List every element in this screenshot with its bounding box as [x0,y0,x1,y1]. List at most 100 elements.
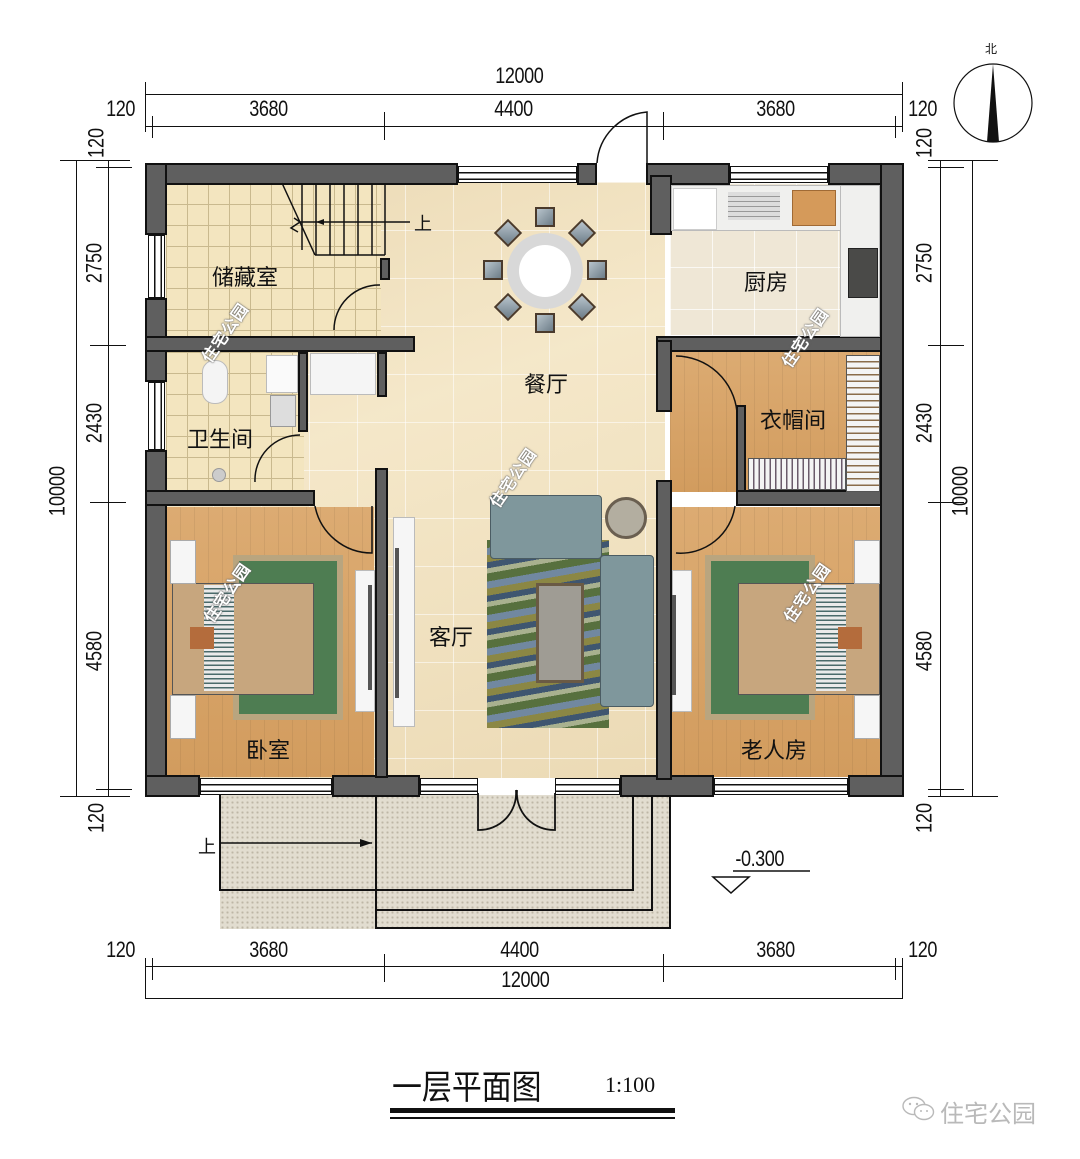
dining-chair [567,218,597,248]
top-wall-right-dim: 120 [908,96,938,121]
north-compass-icon [953,63,1033,143]
wall-cloak-left [656,340,672,412]
left-overall-line [76,160,77,797]
floor-drain [212,468,226,482]
room-label-cloakroom: 衣帽间 [760,409,827,434]
dining-chair [535,207,555,227]
room-label-bedroom: 卧室 [246,739,291,764]
bottom-overall-line [145,998,903,999]
window-living-bottom-right [555,778,620,795]
brand-name: 住宅公园 [940,1100,1036,1128]
dim-tick [384,112,385,140]
window-dining-top [458,166,577,183]
wall-bottom-a [145,775,200,797]
title-underline-thick [390,1108,675,1113]
bottom-segments-line [145,966,903,967]
dim-tick [145,958,146,998]
room-label-elder-room: 老人房 [741,739,808,764]
wall-cloak-elder [736,490,882,506]
front-terrace [220,795,670,929]
gas-stove [848,248,878,298]
floor-plan: 上 -0.300 [145,111,904,929]
top-overall-dim: 12000 [495,63,544,88]
room-label-storage: 储藏室 [212,266,279,291]
left-segments-line [108,160,109,797]
dim-tick [902,958,903,998]
dining-chair [535,313,555,333]
wall-left-a [145,163,167,235]
bottom-wall-left-dim: 120 [106,937,136,962]
dim-tick [96,167,132,168]
sofa-side [600,555,654,707]
window-elder-bottom [714,778,848,795]
storage-floor [166,183,381,336]
top-seg-2-dim: 4400 [494,96,533,121]
nightstand [854,540,880,584]
dim-tick [152,116,153,138]
dim-tick [895,958,896,980]
dim-tick [90,345,126,346]
shower-unit [266,355,298,393]
window-bath-left [148,382,165,450]
room-label-kitchen: 厨房 [744,271,789,296]
dim-tick [895,116,896,138]
wall-bedroom-right-a [375,468,388,778]
drawing-scale: 1:100 [605,1072,656,1097]
kitchen-sink [728,192,780,220]
top-overall-line [145,94,903,95]
top-segments-line [145,126,903,127]
washbasin-small [270,395,296,427]
wall-bottom-d [848,775,904,797]
window-kitchen-top [730,166,828,183]
dim-tick [145,82,146,132]
dim-tick [928,160,998,161]
north-arrow: 北 [952,40,1034,150]
fridge [673,188,717,230]
pillow [190,627,214,649]
dim-tick [96,789,132,790]
bottom-seg-3-dim: 3680 [756,937,795,962]
tv-elder [672,595,676,695]
dining-chair [483,260,503,280]
drawing-title: 一层平面图 [392,1068,542,1108]
dim-tick [928,796,998,797]
wechat-icon [902,1096,935,1121]
right-overall-line [972,160,973,797]
wall-right [880,163,904,796]
nightstand [170,695,196,739]
wall-stub-storage [380,258,390,280]
north-label: 北 [985,42,998,56]
sofa-top [490,495,602,559]
wardrobe-shelf-bottom [748,458,846,490]
wall-elder-left [656,480,672,780]
washbasin [310,353,376,395]
dim-tick [902,82,903,132]
wall-bath-right [298,352,308,432]
bottom-seg-1-dim: 3680 [249,937,288,962]
table-glass [519,245,571,297]
top-seg-1-dim: 3680 [249,96,288,121]
dim-tick [928,345,964,346]
drawing-title-block: 一层平面图 1:100 [390,1060,680,1120]
terrace-up-label: 上 [198,837,216,858]
dim-tick [663,954,664,982]
dim-tick [928,167,964,168]
dim-tick [928,789,964,790]
room-label-bathroom: 卫生间 [187,428,254,453]
dim-tick [60,796,130,797]
top-wall-left-dim: 120 [106,96,136,121]
stair-up-label: 上 [414,214,432,235]
tv-living [395,548,399,698]
wardrobe-shelf-right [846,355,880,492]
bottom-overall-dim: 12000 [501,967,550,992]
right-segments-line [940,160,941,797]
terrace-outline [219,789,810,929]
dim-tick [152,958,153,980]
wall-storage-bath [145,336,415,352]
top-seg-3-dim: 3680 [756,96,795,121]
cutting-board [792,190,836,226]
dim-tick [60,160,130,161]
toilet [202,360,228,404]
bottom-wall-right-dim: 120 [908,937,938,962]
room-label-living: 客厅 [429,626,474,651]
